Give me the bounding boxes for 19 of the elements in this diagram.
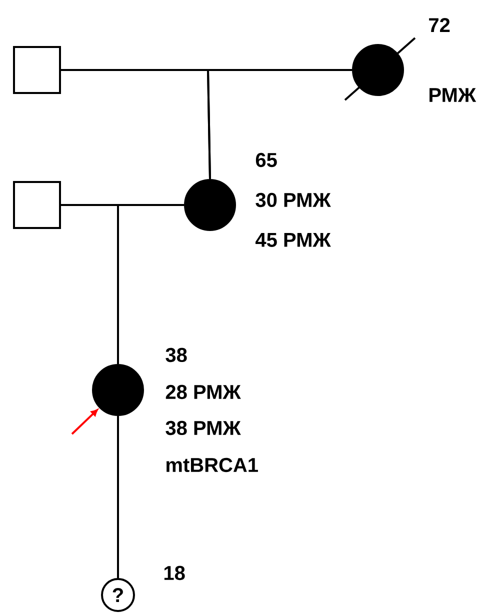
deceased-female-symbol xyxy=(344,37,416,101)
male-square xyxy=(13,46,61,94)
affected-female-circle xyxy=(184,179,236,231)
node-caption: 30 РМЖ xyxy=(256,192,331,208)
node-caption: 38 xyxy=(166,348,187,362)
node-caption: 65 xyxy=(256,152,277,168)
proband-arrow xyxy=(71,409,98,435)
node-caption: 28 РМЖ xyxy=(166,384,241,400)
pedigree-line xyxy=(206,69,352,180)
node-caption: mtBRCA1 xyxy=(166,458,258,472)
pedigree-line xyxy=(117,204,184,364)
affected-female-circle xyxy=(92,364,144,416)
node-caption: 18 xyxy=(164,566,185,580)
node-caption: РМЖ xyxy=(430,88,476,102)
node-caption: 38 РМЖ xyxy=(166,420,241,436)
node-caption: 72 xyxy=(429,18,450,32)
pedigree-line xyxy=(117,416,119,578)
male-square xyxy=(13,181,61,229)
node-caption: 45 РМЖ xyxy=(256,233,331,247)
